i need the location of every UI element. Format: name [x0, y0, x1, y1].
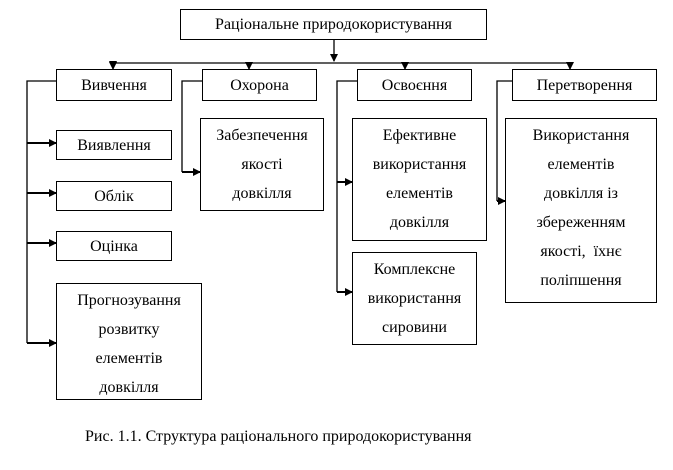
assessment-label: Оцінка [90, 237, 138, 255]
transformation-box: Перетворення [512, 69, 657, 101]
text-line: елементів [386, 185, 453, 202]
text-line: Використання [532, 127, 630, 144]
text-line: поліпшення [540, 272, 622, 289]
text-line: Забезпечення [216, 127, 308, 144]
text-line: якості [241, 156, 283, 173]
study-box: Вивчення [56, 69, 172, 101]
identification-label: Виявлення [77, 136, 151, 154]
efficient-use-box: Ефективне використання елементів довкілля [352, 118, 487, 241]
text-line: довкілля із [543, 185, 618, 202]
root-box: Раціональне природокористування [180, 9, 487, 40]
complex-use-box: Комплексне використання сировини [352, 252, 477, 345]
text-line: розвитку [98, 321, 160, 338]
text-line: Комплексне [373, 261, 456, 278]
identification-box: Виявлення [56, 130, 172, 160]
accounting-box: Облік [56, 181, 172, 211]
text-line: довкілля [389, 214, 450, 231]
quality-assurance-box: Забезпечення якості довкілля [200, 118, 324, 211]
text-line: використання [372, 156, 467, 173]
forecasting-box: Прогнозування розвитку елементів довкілля [56, 283, 202, 400]
text-line: елементів [95, 350, 163, 367]
protection-box: Охорона [202, 69, 317, 101]
root-label: Раціональне природокористування [215, 16, 452, 33]
development-box: Освоєння [357, 69, 472, 101]
text-line: довкілля [99, 379, 159, 396]
accounting-label: Облік [94, 187, 134, 205]
use-with-preservation-box: Використання елементів довкілля із збережен… [505, 118, 657, 303]
figure-caption: Рис. 1.1. Структура раціонального природ… [85, 428, 472, 445]
text-line: Ефективне [382, 127, 457, 144]
study-label: Вивчення [81, 76, 147, 94]
transformation-label: Перетворення [536, 76, 633, 94]
text-line: елементів [547, 156, 615, 173]
text-line: використання [367, 290, 462, 307]
development-label: Освоєння [381, 76, 448, 94]
text-line: Прогнозування [77, 292, 181, 309]
text-line: довкілля [232, 185, 292, 202]
text-line: сировини [382, 319, 447, 336]
assessment-box: Оцінка [56, 231, 172, 261]
protection-label: Охорона [230, 76, 289, 94]
text-line: збереженням [536, 214, 626, 231]
text-line: якості, їхнє [540, 243, 622, 260]
